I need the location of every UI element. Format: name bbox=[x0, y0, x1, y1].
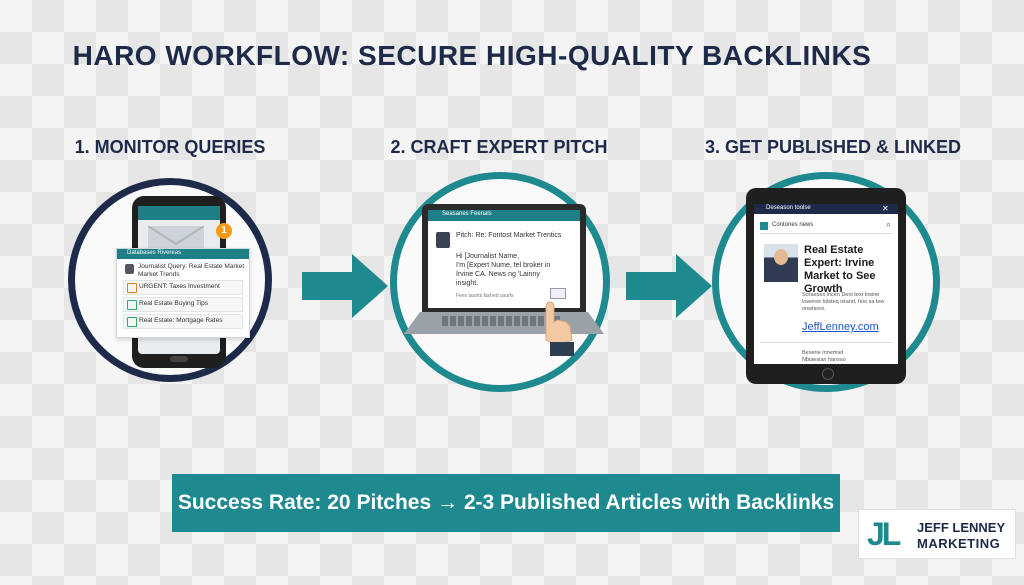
urgent-icon bbox=[127, 283, 137, 293]
site-name: Contones news bbox=[772, 222, 814, 228]
avatar bbox=[125, 264, 134, 274]
company-logo: JL JEFF LENNEY MARKETING bbox=[858, 509, 1016, 559]
hand-cursor-icon bbox=[545, 301, 574, 356]
success-rate-banner: Success Rate: 20 Pitches → 2-3 Published… bbox=[172, 474, 840, 532]
author-photo bbox=[764, 244, 798, 282]
tips-icon bbox=[127, 300, 137, 310]
logo-line2: MARKETING bbox=[917, 536, 1001, 551]
arrow-right-icon bbox=[626, 254, 712, 318]
tablet-window-title: Deseason toolse bbox=[766, 205, 811, 211]
home-button[interactable] bbox=[822, 368, 834, 380]
query-card: Databases Rivereas Journalist Query: Rea… bbox=[116, 248, 250, 338]
send-button[interactable] bbox=[550, 288, 566, 299]
pitch-subject: Pitch: Re: Fontost Market Trentics bbox=[456, 232, 562, 239]
arrow-right-icon bbox=[302, 254, 388, 318]
article-title: Real Estate Expert: Irvine Market to See… bbox=[804, 244, 876, 295]
phone-app-title: Databases Rivereas bbox=[127, 250, 182, 256]
logo-mark: JL bbox=[867, 516, 901, 552]
close-icon[interactable]: ✕ bbox=[882, 204, 889, 213]
notification-badge: 1 bbox=[216, 223, 232, 239]
page-title: HARO WORKFLOW: SECURE HIGH-QUALITY BACKL… bbox=[72, 40, 872, 71]
avatar bbox=[436, 232, 450, 248]
list-item[interactable]: Real Estate Buying Tips bbox=[123, 297, 243, 312]
mortgage-icon bbox=[127, 317, 137, 327]
search-icon[interactable]: ⌕ bbox=[886, 219, 892, 229]
step-1-label: 1. MONITOR QUERIES bbox=[74, 137, 266, 157]
list-item[interactable]: URGENT: Taxes Investment bbox=[123, 280, 243, 295]
laptop-illustration: Seasanes Feenals Pitch: Re: Fontost Mark… bbox=[422, 204, 586, 312]
query-header: Journalist Query: Real Estate Market bbox=[138, 263, 245, 270]
logo-line1: JEFF LENNEY bbox=[917, 520, 1006, 535]
tablet-illustration: Deseason toolse ✕ Contones news ⌕ Real E… bbox=[746, 188, 906, 384]
step-3-label: 3. GET PUBLISHED & LINKED bbox=[704, 137, 962, 157]
house-icon bbox=[760, 222, 768, 230]
laptop-window-title: Seasanes Feenals bbox=[442, 211, 492, 217]
backlink[interactable]: JeffLenney.com bbox=[802, 321, 879, 333]
query-sub: Market Trends bbox=[138, 271, 180, 278]
list-item[interactable]: Real Estate: Mortgage Rates bbox=[123, 314, 243, 329]
step-2-label: 2. CRAFT EXPERT PITCH bbox=[390, 137, 608, 157]
